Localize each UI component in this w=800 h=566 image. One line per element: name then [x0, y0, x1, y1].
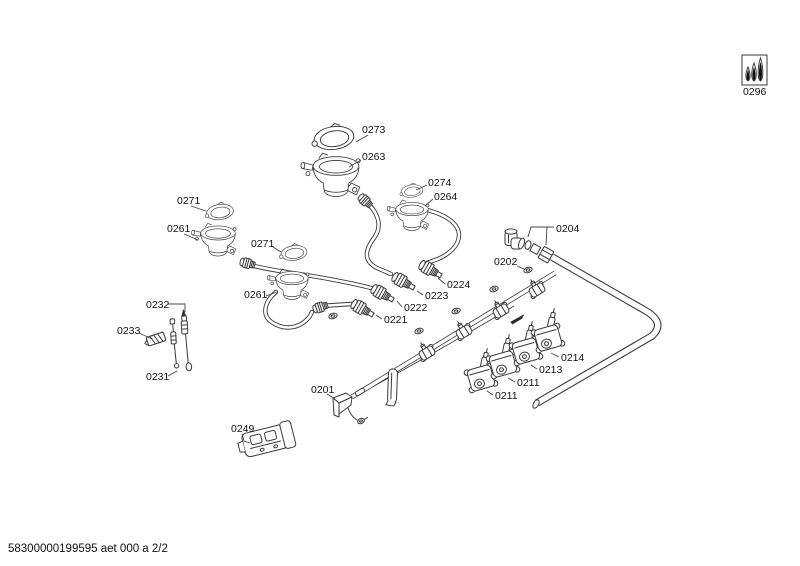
frame-post: [385, 368, 398, 407]
part-label-0271: 0271: [177, 195, 201, 207]
burner-body-0264: [386, 199, 430, 231]
part-label-0274: 0274: [428, 177, 452, 189]
burner-ring-0271: [203, 200, 235, 223]
part-label-0232: 0232: [146, 299, 170, 311]
part-label-0214: 0214: [561, 352, 585, 364]
document-number: 58300000199595 aet 000 a 2/2: [8, 543, 168, 555]
part-label-0211: 0211: [517, 377, 540, 389]
part-label-0222: 0222: [404, 302, 428, 314]
burner-ring-0273: [309, 120, 356, 153]
switch-block-0249: [237, 420, 297, 458]
inlet-pipe: [532, 253, 662, 409]
pipe-coupling: [238, 256, 257, 271]
part-label-0264: 0264: [434, 191, 458, 203]
nozzle-fitting-0223: [389, 270, 418, 294]
manifold-union: [449, 316, 475, 342]
part-label-0223: 0223: [425, 290, 449, 302]
nozzle-fitting-0222: [368, 282, 397, 306]
leader-lines: [138, 134, 560, 444]
part-label-0213: 0213: [539, 364, 563, 376]
part-label-0261: 0261: [244, 289, 268, 301]
part-label-0261: 0261: [167, 223, 191, 235]
washer: [450, 306, 462, 316]
part-label-0271: 0271: [251, 238, 275, 250]
part-label-0273: 0273: [362, 124, 386, 136]
end-bracket-0201: [332, 392, 368, 425]
washer: [327, 311, 339, 321]
washer-0202: [522, 265, 534, 275]
part-label-0231: 0231: [146, 371, 170, 383]
burner-ring-0274: [398, 181, 424, 200]
clip-0233: [144, 331, 167, 347]
washer: [413, 326, 425, 336]
burner-body-0261: [191, 223, 237, 257]
electrode-0232: [180, 309, 193, 372]
part-label-0202: 0202: [494, 256, 518, 268]
o-ring: [524, 240, 532, 250]
part-label-0224: 0224: [447, 279, 471, 291]
wire-sleeve: [354, 387, 366, 397]
burner-body-0263: [300, 152, 361, 198]
part-labels: 0273 0263 0274 0264 0271 0261 0271 0261 …: [117, 124, 585, 435]
electrode-pin: [510, 314, 524, 325]
part-label-0204: 0204: [556, 223, 580, 235]
badge-label: 0296: [743, 86, 767, 98]
flame-icon: [745, 56, 764, 82]
part-label-0211: 0211: [495, 390, 518, 402]
part-label-0221: 0221: [384, 314, 408, 326]
elbow-fitting-0204: [504, 228, 555, 264]
nozzle-fitting-0221: [348, 297, 377, 321]
part-label-0201: 0201: [311, 384, 335, 396]
electrode-0231: [169, 318, 180, 369]
burner-ring-0271: [277, 241, 309, 263]
part-label-0263: 0263: [362, 151, 386, 163]
gas-flames-badge: 0296: [741, 54, 768, 98]
part-label-0249: 0249: [231, 423, 255, 435]
pipe-coupling: [311, 299, 330, 315]
part-label-0233: 0233: [117, 325, 141, 337]
washer: [488, 284, 500, 294]
